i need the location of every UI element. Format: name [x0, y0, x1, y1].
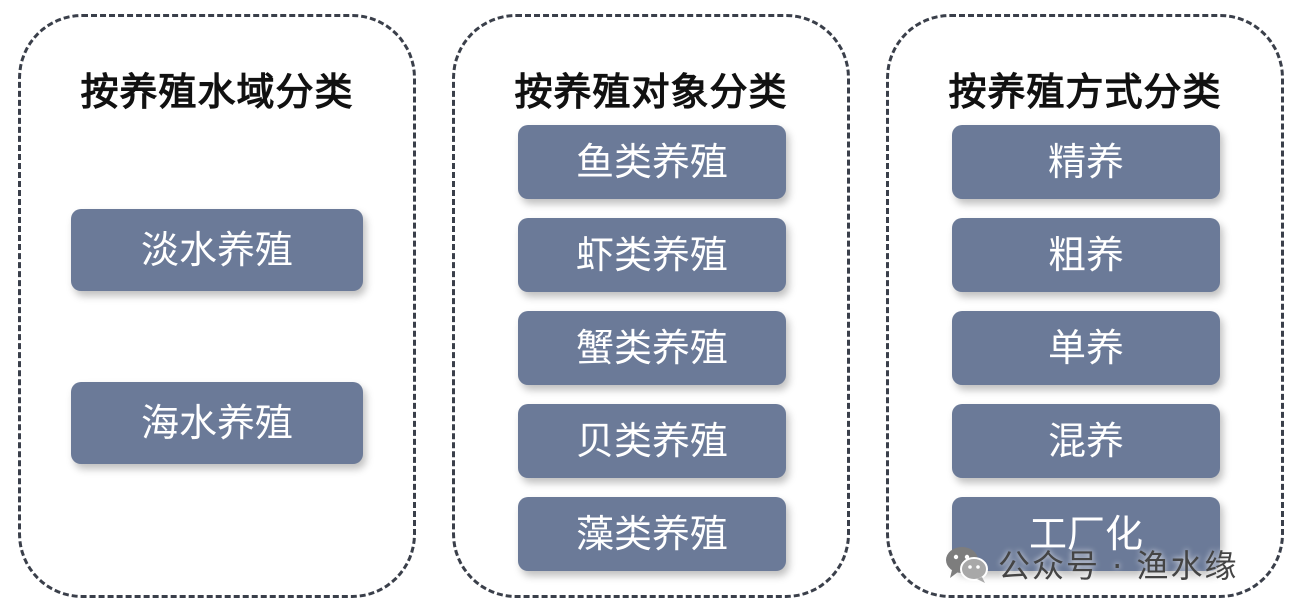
panel-by-method: 按养殖方式分类 精养 粗养 单养 混养 工厂化 — [886, 14, 1284, 598]
item-factory: 工厂化 — [952, 497, 1220, 571]
item-polyculture: 混养 — [952, 404, 1220, 478]
item-extensive: 粗养 — [952, 218, 1220, 292]
panel-title: 按养殖对象分类 — [514, 70, 788, 114]
item-seawater: 海水养殖 — [71, 382, 363, 464]
item-algae: 藻类养殖 — [518, 497, 786, 571]
panel-title: 按养殖水域分类 — [80, 70, 354, 114]
item-shellfish: 贝类养殖 — [518, 404, 786, 478]
item-freshwater: 淡水养殖 — [71, 209, 363, 291]
panel-by-water-area: 按养殖水域分类 淡水养殖 海水养殖 — [18, 14, 416, 598]
watermark-text: 公众号 · 渔水缘 — [998, 547, 1239, 585]
watermark: 公众号 · 渔水缘 — [944, 538, 1239, 590]
item-crab: 蟹类养殖 — [518, 311, 786, 385]
panel-by-species: 按养殖对象分类 鱼类养殖 虾类养殖 蟹类养殖 贝类养殖 藻类养殖 — [452, 14, 850, 598]
panel-title: 按养殖方式分类 — [948, 70, 1222, 114]
item-shrimp: 虾类养殖 — [518, 218, 786, 292]
item-monoculture: 单养 — [952, 311, 1220, 385]
wechat-icon — [946, 547, 988, 583]
item-fish: 鱼类养殖 — [518, 125, 786, 199]
item-intensive: 精养 — [952, 125, 1220, 199]
